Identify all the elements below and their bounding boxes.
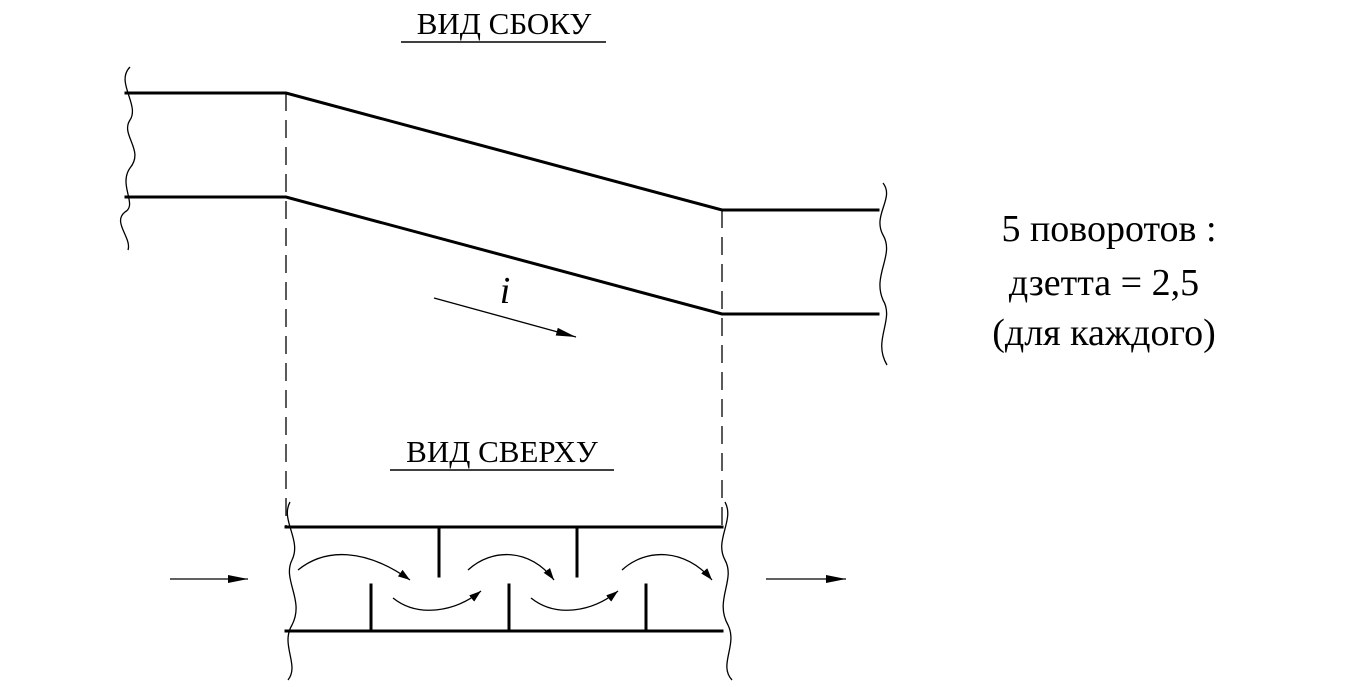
note-coefficient: дзетта = 2,5 — [1009, 262, 1199, 304]
note-each: (для каждого) — [992, 312, 1216, 354]
right-break-line — [879, 182, 888, 366]
flow-arrow-5 — [621, 553, 713, 581]
top-view: ВИД СВЕРХУ — [170, 434, 846, 681]
slope-label: i — [500, 270, 511, 312]
pipe-bottom-wall — [124, 195, 880, 316]
flow-arrow-3 — [467, 553, 555, 581]
turn-note: 5 поворотов : дзетта = 2,5 (для каждого) — [992, 208, 1216, 354]
top-view-title: ВИД СВЕРХУ — [406, 434, 598, 469]
pipe-top-wall — [124, 91, 880, 212]
flow-arrow-2 — [392, 590, 482, 611]
top-left-break-line — [286, 501, 297, 681]
side-view-title: ВИД СБОКУ — [417, 6, 592, 41]
slope-arrow — [433, 297, 577, 338]
left-break-line — [119, 66, 136, 251]
side-view: ВИД СБОКУ i — [119, 6, 888, 366]
top-right-break-line — [721, 501, 733, 681]
flow-arrow-1 — [297, 554, 411, 581]
flow-arrow-4 — [530, 590, 619, 611]
note-turn-count: 5 поворотов : — [1001, 208, 1216, 250]
